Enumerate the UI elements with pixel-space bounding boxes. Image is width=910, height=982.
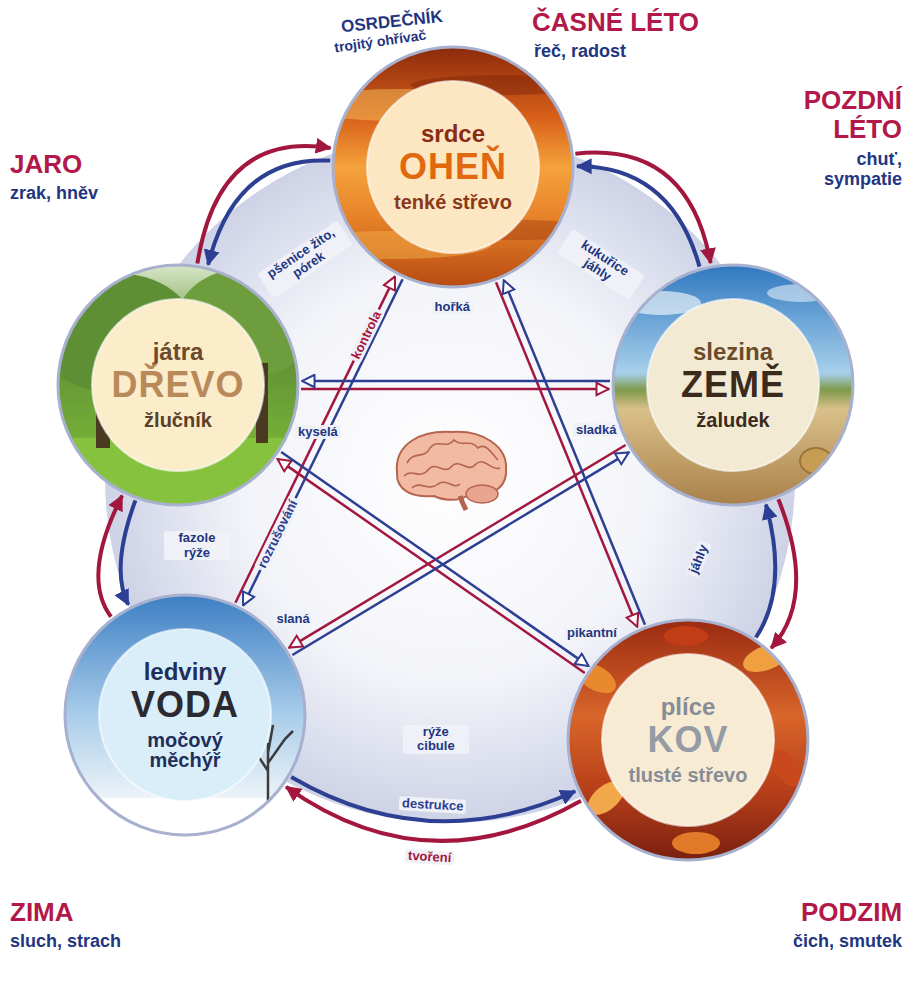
food-label: rýže cibule [403,725,469,754]
circle-border [568,620,808,860]
brain-stem [460,496,466,510]
organ-name: srdce [421,122,485,146]
circle-border [333,47,573,287]
photo-ground [333,47,573,287]
text-disc [602,654,774,826]
brain-fold [404,462,500,476]
element-text-area: plíceKOV tlusté střevo [608,654,768,826]
photo-ground [613,265,853,505]
season-label: JARO [10,150,82,179]
taste-label: kyselá [295,425,341,439]
photo-detail [664,626,708,646]
element-text-area: slezinaZEMĚ žaludek [653,299,813,471]
element-text-area: srdceOHEŇ tenké střevo [373,81,533,253]
season-label: POZDNÍ LÉTO [772,86,902,143]
element-name: OHEŇ [399,149,507,186]
brain-fold [407,440,498,463]
element-name: VODA [131,687,239,724]
brain-fold [412,482,460,488]
season-label: ZIMA [10,898,74,927]
season-label: ČASNÉ LÉTO [532,8,699,37]
cycle-arrow [291,777,575,821]
cycle-arrow [756,505,775,638]
element-text-area: ledvinyVODA močový měchýř [105,629,265,801]
text-disc [92,299,264,471]
element-circle: slezinaZEMĚ žaludek [611,263,855,507]
taste-label: pikantní [564,626,620,640]
element-circle: srdceOHEŇ tenké střevo [331,45,575,289]
food-label: kukuřice jáhly [558,229,646,300]
text-disc [99,629,271,801]
food-label: pšenice žito, pórek [257,221,353,298]
sense-emotion-label: zrak, hněv [10,184,98,204]
element-circle: játraDŘEVO žlučník [56,263,300,507]
text-disc [367,81,539,253]
edge-label: destrukce [398,796,466,814]
sense-emotion-label: řeč, radost [534,42,626,62]
star-arrow [278,459,585,673]
element-text-area: játraDŘEVO žlučník [98,299,258,471]
photo-details [571,626,806,854]
food-label: fazole rýže [164,531,230,560]
taste-label: sladká [573,423,619,437]
element-name: DŘEVO [111,367,244,404]
edge-label: rozrušování [254,495,302,573]
circle-border [613,265,853,505]
taste-label: slaná [274,612,313,626]
star-arrow [281,452,588,666]
sense-emotion-label: chuť, sympatie [792,150,902,190]
photo-detail [739,639,792,678]
star-arrow [496,282,637,627]
sense-emotion-label: sluch, strach [10,932,121,952]
organ-name: ledviny [144,660,227,684]
element-name: KOV [647,722,728,759]
element-circle: plíceKOV tlusté střevo [566,618,810,862]
text-disc [647,299,819,471]
organ-name: močový měchýř [125,730,245,771]
organ-name: játra [153,340,204,364]
organ-name: tlusté střevo [629,765,748,785]
organ-name: žaludek [696,410,769,430]
star-arrow [292,452,628,655]
season-label: PODZIM [801,898,902,927]
circle-border [65,595,305,835]
photo-ground [65,595,305,835]
photo-details [621,284,835,474]
organ-name: slezina [693,340,773,364]
photo-details [331,75,575,259]
brain-illustration [397,432,506,510]
edge-label: kontrola [347,307,385,365]
food-label: jáhly [686,540,713,578]
organ-name: žlučník [144,410,212,430]
cycle-arrow [98,496,122,617]
organ-name: plíce [661,695,716,719]
photo-detail [63,798,307,837]
photo-detail [672,832,720,854]
element-circle: ledvinyVODA močový měchýř [63,593,307,837]
brain-cerebellum [466,485,498,503]
cycle-arrow [121,500,136,604]
circle-border [58,265,298,505]
edge-label: tvoření [405,848,455,865]
photo-ground [58,265,298,505]
sense-emotion-label: čich, smutek [793,932,902,952]
organ-name: tenké střevo [394,192,512,212]
element-name: ZEMĚ [681,367,785,404]
photo-ground [568,620,808,860]
taste-label: hořká [432,300,473,314]
star-arrow [302,380,610,383]
